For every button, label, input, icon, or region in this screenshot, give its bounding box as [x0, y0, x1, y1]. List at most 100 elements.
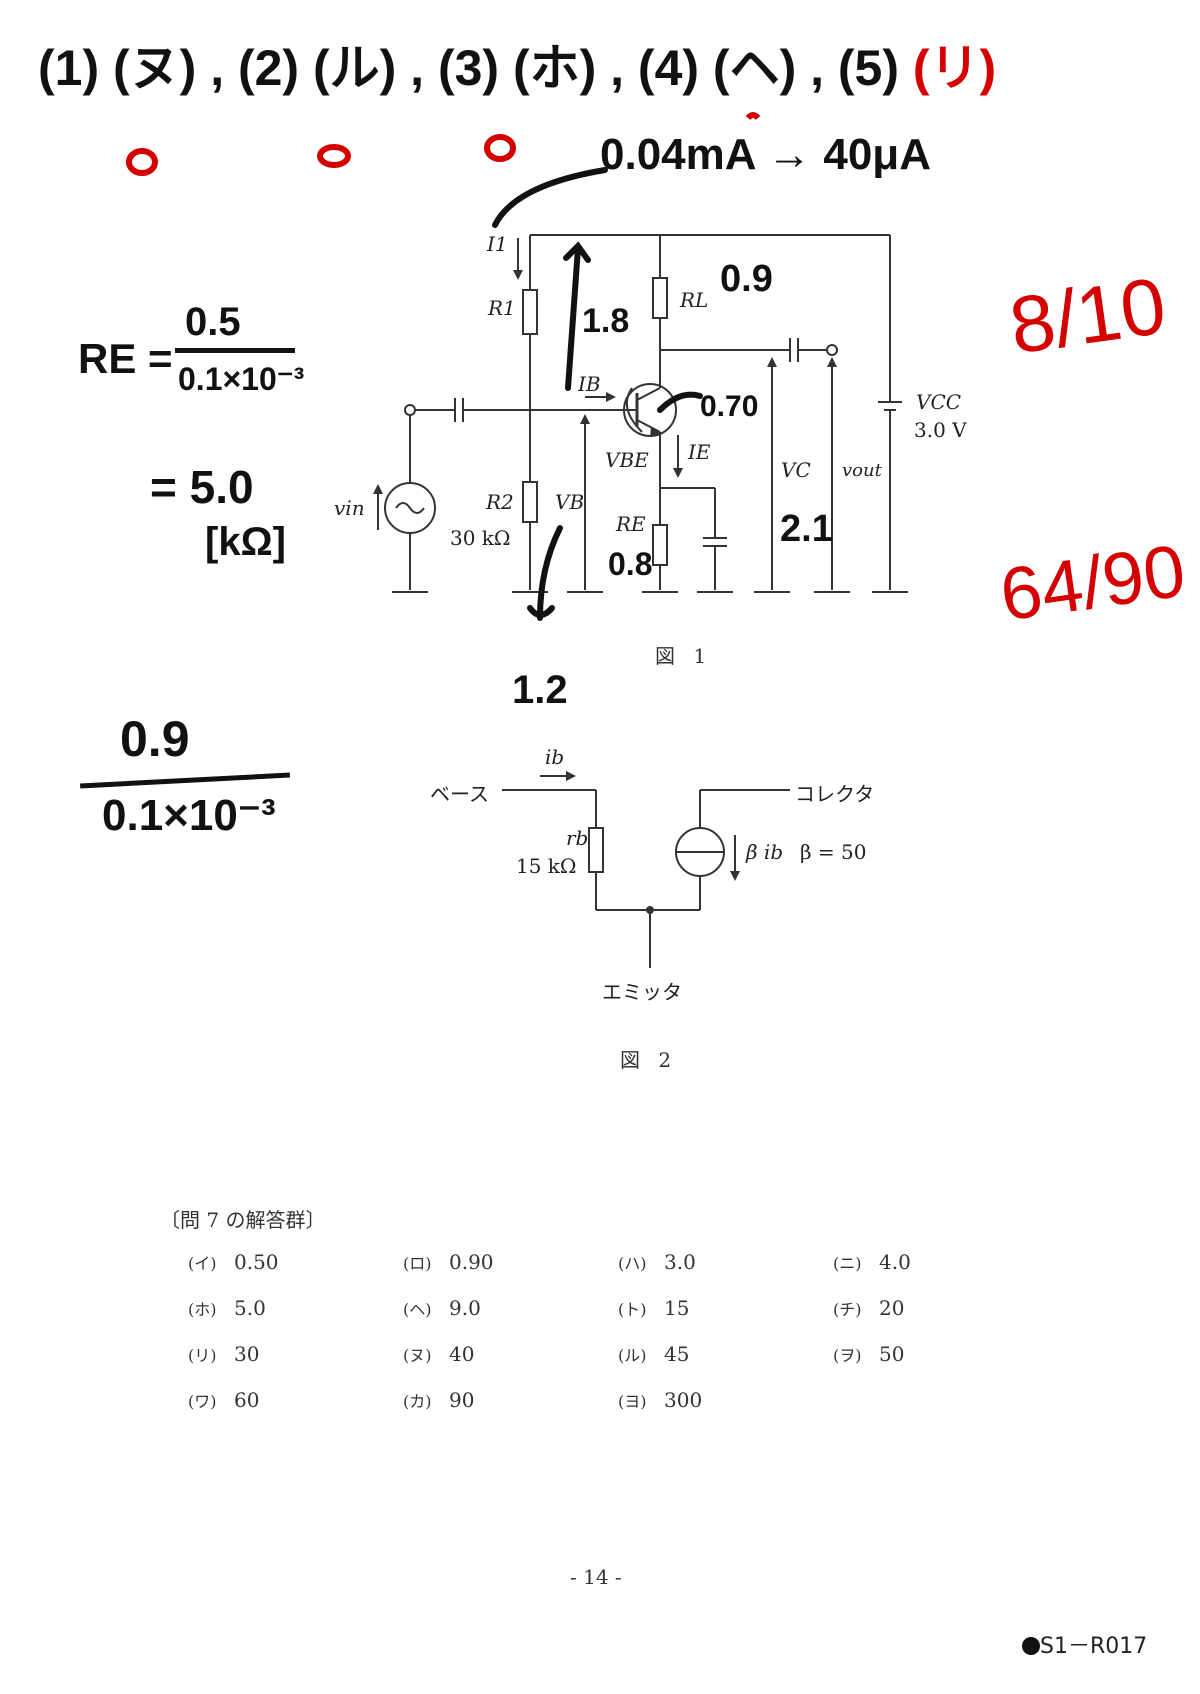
answer-option-key: (リ) [188, 1346, 217, 1365]
answer-option-value: 0.90 [449, 1250, 494, 1274]
answer-option-key: (ニ) [833, 1254, 862, 1273]
doc-code: S1－R017 [1022, 1628, 1147, 1660]
fig1-label-I1: I1 [487, 232, 508, 256]
answer-option-value: 30 [234, 1342, 260, 1366]
answer-option-key: (イ) [188, 1254, 217, 1273]
fig1-label-VC: VC [781, 458, 811, 482]
fig2-label-rb: rb [566, 826, 589, 850]
fig1-label-vin: vin [334, 496, 365, 520]
re-label: RE = [78, 335, 173, 382]
answer-option-key: (ヘ) [403, 1300, 432, 1319]
note-rl: 0.9 [720, 258, 773, 300]
answer-option-key: (ホ) [188, 1300, 217, 1319]
answer-option: (ホ)5.0 [188, 1296, 266, 1320]
answer-option-value: 3.0 [664, 1250, 696, 1274]
answer-option: (ヨ) 300 [618, 1388, 702, 1412]
answer-option: (ヌ) 40 [403, 1342, 474, 1366]
answer-option: (ヲ) 50 [833, 1342, 904, 1366]
page-number: - 14 - [570, 1565, 622, 1589]
fig2-label-collector: コレクタ [795, 782, 875, 806]
check-mark-1 [126, 148, 158, 176]
fig1-label-R1: R1 [488, 296, 516, 320]
fig1-label-VCC-value: 3.0 V [914, 418, 967, 442]
answer-option: (イ) 0.50 [188, 1250, 279, 1274]
fig1-label-R2: R2 [486, 490, 514, 514]
answer-option: (リ) 30 [188, 1342, 259, 1366]
fig1-label-IE: IE [688, 440, 711, 464]
answer-option-value: 20 [879, 1296, 905, 1320]
answer-option: (ト) 15 [618, 1296, 689, 1320]
answer-option: (ワ) 60 [188, 1388, 259, 1412]
answer-option-key: (チ) [833, 1300, 862, 1319]
answer-option-value: 45 [664, 1342, 690, 1366]
doc-code-text: S1－R017 [1040, 1634, 1148, 1659]
answer-option: (ヘ) 9.0 [403, 1296, 481, 1320]
answer-option-key: (ヨ) [618, 1392, 647, 1411]
fig1-label-VBE: VBE [605, 448, 649, 472]
answer-option-value: 4.0 [879, 1250, 911, 1274]
re-numerator: 0.5 [185, 300, 241, 344]
answer-option: (ハ) 3.0 [618, 1250, 696, 1274]
figure-1-caption: 図 1 [655, 644, 713, 668]
fig1-label-RE: RE [616, 512, 646, 536]
fig1-label-RL: RL [680, 288, 709, 312]
doc-code-dot-icon [1022, 1637, 1040, 1655]
red-check-marks [126, 112, 761, 176]
check-mark-4 [745, 112, 761, 121]
answer-option-value: 40 [449, 1342, 475, 1366]
re-denominator: 0.1×10⁻³ [178, 361, 305, 397]
answer-option-value: 90 [449, 1388, 475, 1412]
bottom-denominator: 0.1×10⁻³ [102, 791, 276, 840]
figure-2-equivalent-circuit [502, 771, 790, 968]
answers-part3: (リ) [912, 40, 997, 96]
answer-option-value: 60 [234, 1388, 260, 1412]
fig1-label-VB: VB [555, 490, 585, 514]
answer-option-key: (ヲ) [833, 1346, 862, 1365]
answer-option-key: (ロ) [403, 1254, 432, 1273]
answer-option-value: 0.50 [234, 1250, 279, 1274]
fig2-label-beta-value: β = 50 [800, 840, 867, 864]
fig1-label-vout: vout [842, 460, 882, 481]
answer-option: (ル) 45 [618, 1342, 689, 1366]
re-fraction-bar [175, 348, 295, 353]
bottom-numerator: 0.9 [120, 711, 190, 767]
handwritten-answers: (1) (ヌ) , (2) (ル) , (3) (ホ) , (4) (ヘ) , … [38, 28, 996, 100]
answer-option-key: (ト) [618, 1300, 647, 1319]
answer-option: (カ) 90 [403, 1388, 474, 1412]
answers-part1: (1) (ヌ) , (2) (ル) , (3) (ホ) , (4) (ヘ) , [38, 40, 838, 96]
answer-option-key: (ハ) [618, 1254, 647, 1273]
answer-option-value: 300 [664, 1388, 703, 1412]
answer-option-value: 50 [879, 1342, 905, 1366]
answer-option-key: (ワ) [188, 1392, 217, 1411]
current-note: 0.04mA → 40μA [600, 130, 931, 179]
fig1-label-VCC: VCC [916, 390, 962, 414]
fig1-label-R2-value: 30 kΩ [450, 526, 511, 550]
answer-option: (チ) 20 [833, 1296, 904, 1320]
note-vbe: 0.70 [700, 390, 759, 423]
answer-option-key: (ル) [618, 1346, 647, 1365]
check-mark-3 [484, 134, 516, 162]
re-unit: [kΩ] [205, 520, 286, 564]
fig2-label-ib: ib [545, 745, 565, 769]
answers-part2: (5) [837, 40, 913, 96]
check-mark-2 [317, 144, 351, 168]
note-vb: 1.2 [512, 668, 568, 712]
answer-option: (ニ) 4.0 [833, 1250, 911, 1274]
figure-2-caption: 図 2 [620, 1048, 678, 1072]
fig1-label-IB: IB [578, 372, 601, 396]
answer-option-value: 9.0 [449, 1296, 481, 1320]
answer-option-key: (ヌ) [403, 1346, 432, 1365]
answer-option-value: 15 [664, 1296, 690, 1320]
note-arrow: 1.8 [582, 302, 630, 340]
fig2-label-emitter: エミッタ [602, 980, 682, 1004]
answer-group-title: 〔問 7 の解答群〕 [160, 1208, 326, 1232]
note-vc: 2.1 [780, 508, 833, 550]
fig2-label-base: ベース [430, 782, 489, 806]
re-result: = 5.0 [150, 461, 254, 513]
figure-1-circuit [373, 167, 908, 621]
answer-option-key: (カ) [403, 1392, 432, 1411]
fig2-label-rb-value: 15 kΩ [516, 854, 577, 878]
answer-option: (ロ) 0.90 [403, 1250, 494, 1274]
fig2-label-beta-ib: β ib [746, 840, 784, 864]
note-re: 0.8 [608, 546, 653, 582]
